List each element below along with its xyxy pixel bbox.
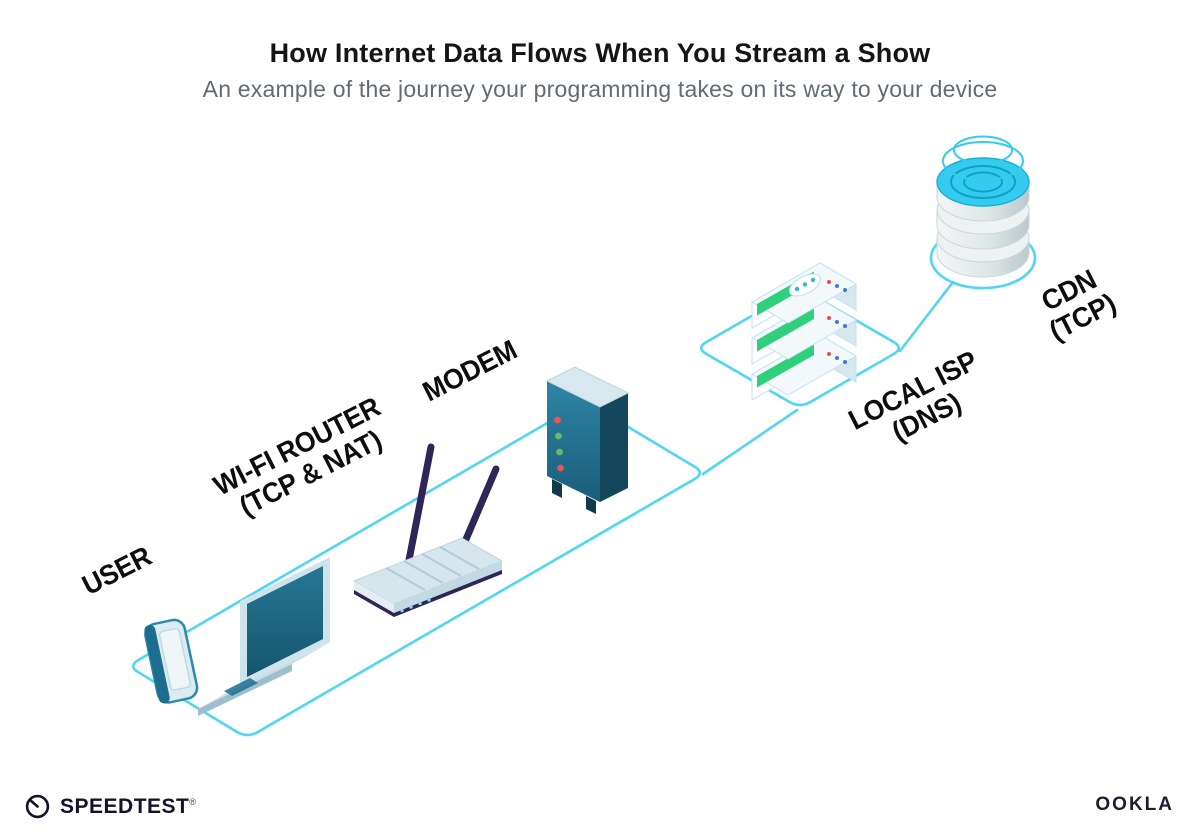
laptop-icon — [198, 557, 331, 716]
page-subtitle: An example of the journey your programmi… — [202, 76, 998, 102]
modem-led — [556, 448, 563, 456]
speedtest-logo: SPEEDTEST® — [24, 793, 197, 820]
modem-to-isp-line — [701, 408, 799, 476]
router-antenna-icon — [457, 465, 500, 555]
wifi-router-icon — [352, 443, 504, 617]
modem-icon — [545, 366, 630, 514]
speedtest-wordmark: SPEEDTEST® — [60, 794, 197, 818]
isp-server-stack-icon — [751, 262, 857, 401]
ookla-logo: OOKLA — [1095, 794, 1174, 815]
router-antenna-icon — [405, 443, 435, 564]
page-title: How Internet Data Flows When You Stream … — [269, 38, 931, 68]
modem-led — [557, 464, 564, 472]
trademark-symbol: ® — [189, 796, 197, 807]
isp-to-cdn-line — [898, 280, 955, 353]
phone-icon — [144, 618, 199, 704]
speedtest-gauge-icon — [25, 794, 50, 819]
modem-led — [554, 416, 561, 424]
modem-led — [555, 432, 562, 440]
cdn-database-icon — [936, 135, 1030, 278]
